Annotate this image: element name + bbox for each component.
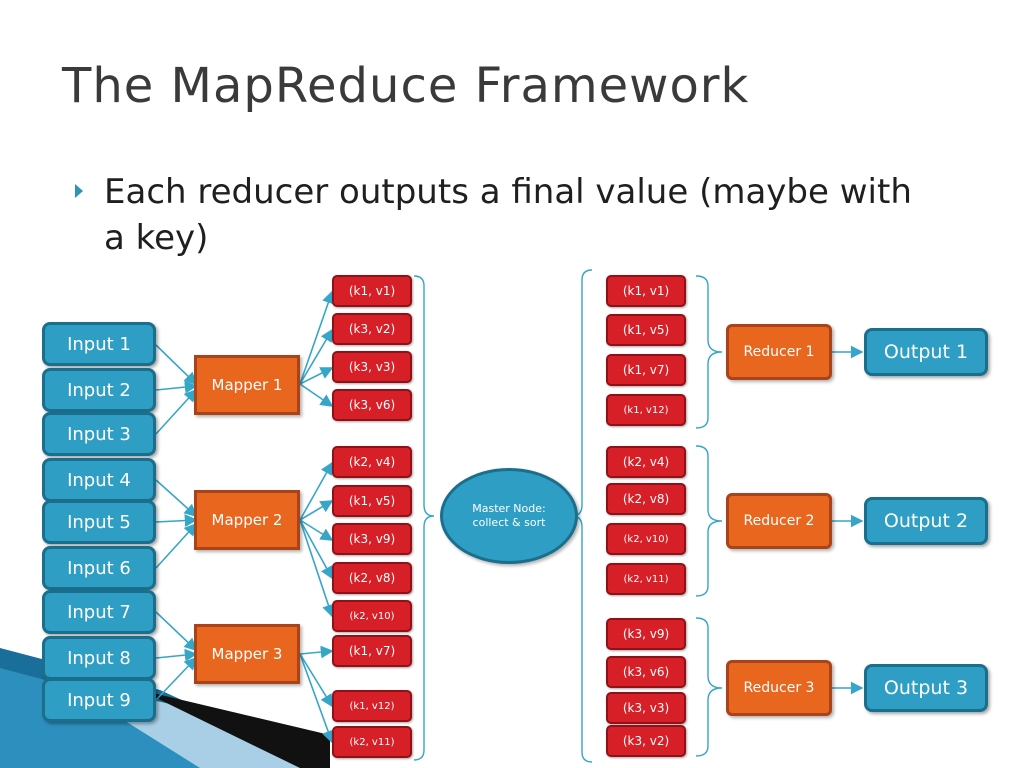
input-box-1: Input 1 [42, 322, 156, 366]
map-pair-4: (k3, v6) [332, 389, 412, 421]
mapper-box-2: Mapper 2 [194, 490, 300, 550]
map-pair-10: (k1, v7) [332, 635, 412, 667]
map-pair-11: (k1, v12) [332, 690, 412, 722]
sorted-pair-10: (k3, v6) [606, 656, 686, 688]
sorted-pair-12: (k3, v2) [606, 725, 686, 757]
sorted-pair-5: (k2, v4) [606, 446, 686, 478]
sorted-pair-8: (k2, v11) [606, 563, 686, 595]
output-box-2: Output 2 [864, 497, 988, 545]
reducer-box-1: Reducer 1 [726, 324, 832, 380]
mapper-box-3: Mapper 3 [194, 624, 300, 684]
map-pair-9: (k2, v10) [332, 600, 412, 632]
sorted-pair-3: (k1, v7) [606, 354, 686, 386]
input-box-8: Input 8 [42, 636, 156, 680]
mapper-box-1: Mapper 1 [194, 355, 300, 415]
sorted-pair-7: (k2, v10) [606, 523, 686, 555]
bullet-text: Each reducer outputs a final value (mayb… [104, 172, 912, 258]
input-box-3: Input 3 [42, 412, 156, 456]
master-node: Master Node: collect & sort [440, 468, 578, 564]
input-box-2: Input 2 [42, 368, 156, 412]
reducer-box-2: Reducer 2 [726, 493, 832, 549]
master-node-line2: collect & sort [472, 516, 546, 529]
map-pair-1: (k1, v1) [332, 275, 412, 307]
sorted-pair-4: (k1, v12) [606, 394, 686, 426]
map-pair-7: (k3, v9) [332, 523, 412, 555]
map-pair-12: (k2, v11) [332, 726, 412, 758]
sorted-pair-9: (k3, v9) [606, 618, 686, 650]
map-pair-8: (k2, v8) [332, 562, 412, 594]
map-pair-6: (k1, v5) [332, 485, 412, 517]
input-box-4: Input 4 [42, 458, 156, 502]
map-pair-3: (k3, v3) [332, 351, 412, 383]
slide-title: The MapReduce Framework [62, 58, 750, 114]
sorted-pair-11: (k3, v3) [606, 692, 686, 724]
master-node-line1: Master Node: [472, 502, 546, 515]
sorted-pair-6: (k2, v8) [606, 483, 686, 515]
input-box-7: Input 7 [42, 590, 156, 634]
map-pair-2: (k3, v2) [332, 313, 412, 345]
input-box-9: Input 9 [42, 678, 156, 722]
input-box-5: Input 5 [42, 500, 156, 544]
output-box-1: Output 1 [864, 328, 988, 376]
sorted-pair-1: (k1, v1) [606, 275, 686, 307]
bullet-arrow-icon [75, 184, 83, 198]
reducer-box-3: Reducer 3 [726, 660, 832, 716]
input-box-6: Input 6 [42, 546, 156, 590]
output-box-3: Output 3 [864, 664, 988, 712]
map-pair-5: (k2, v4) [332, 446, 412, 478]
sorted-pair-2: (k1, v5) [606, 314, 686, 346]
